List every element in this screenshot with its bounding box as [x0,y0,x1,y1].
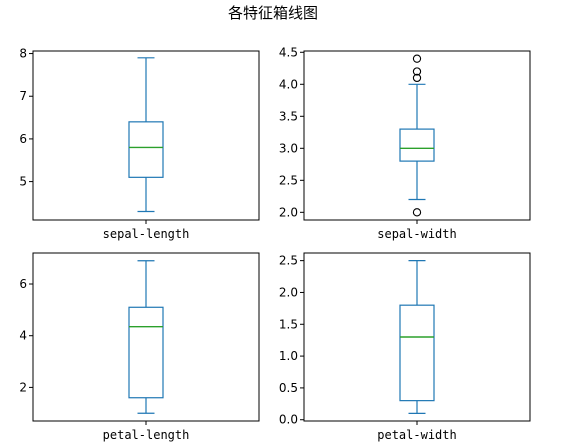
y-tick-label: 7 [19,89,27,103]
y-tick-label: 6 [19,277,27,291]
y-tick-label: 0.5 [279,381,298,395]
x-tick-label: petal-length [103,428,190,442]
y-tick-label: 1.5 [279,317,298,331]
figure-suptitle: 各特征箱线图 [228,4,318,22]
y-tick-label: 6 [19,132,27,146]
flier-point [412,73,422,83]
x-tick-label: sepal-length [103,227,190,241]
y-tick-label: 4 [19,329,27,343]
y-tick-label: 2.5 [279,254,298,268]
y-tick-label: 1.0 [279,349,298,363]
subplot-sepal-width: 2.0 2.5 3.0 3.5 4.0 4.5 sepal-width [279,45,531,241]
subplot-petal-width: 0.0 0.5 1.0 1.5 2.0 2.5 petal-width [279,252,531,442]
flier-point [412,54,422,63]
y-tick-label: 2.0 [279,285,298,299]
y-tick-label: 4.0 [279,77,298,91]
y-tick-label: 2.0 [279,205,298,219]
y-tick-label: 2.5 [279,173,298,187]
subplot-panels: 5 6 7 8 sepal-length 2.0 2.5 3.0 3.5 4.0 4.5 sepal-… [19,45,531,442]
y-tick-label: 8 [19,47,27,61]
y-tick-label: 5 [19,175,27,189]
flier-point [412,67,422,76]
y-tick-label: 3.5 [279,109,298,123]
subplot-sepal-length: 5 6 7 8 sepal-length [19,47,260,241]
subplot-petal-length: 2 4 6 petal-length [19,252,260,442]
y-tick-label: 2 [19,380,27,394]
y-tick-label: 3.0 [279,141,298,155]
y-tick-label: 4.5 [279,45,298,59]
x-tick-label: petal-width [377,428,456,442]
x-tick-label: sepal-width [377,227,456,241]
y-tick-label: 0.0 [279,413,298,427]
flier-point [412,208,422,217]
